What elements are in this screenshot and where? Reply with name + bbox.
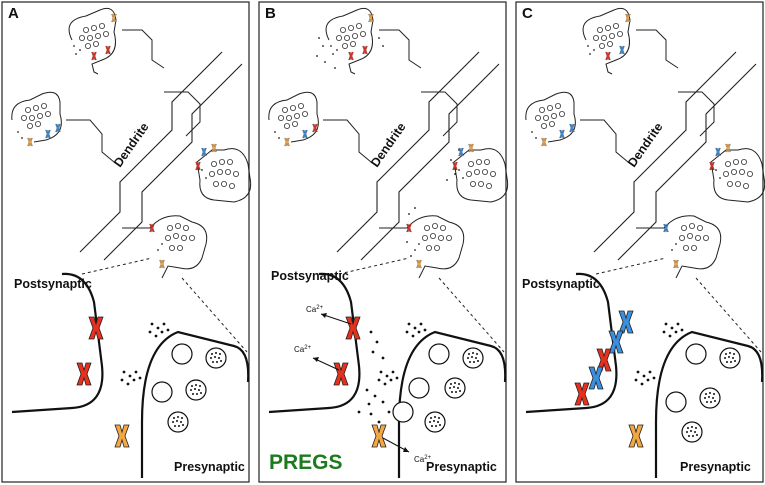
- panel-c-frame: [515, 1, 764, 483]
- panel-b: [267, 7, 509, 480]
- panel-b-ca-label-3: Ca2+: [414, 455, 432, 464]
- panel-c: [524, 7, 765, 480]
- panel-a: [10, 7, 252, 480]
- panel-a-postsynaptic-label: Postsynaptic: [14, 277, 92, 291]
- panel-b-ca-label-1: Ca2+: [306, 305, 324, 314]
- panel-b-postsynaptic-label: Postsynaptic: [271, 269, 349, 283]
- panel-c-postsynaptic-label: Postsynaptic: [522, 277, 600, 291]
- panel-a-dendrite-label: Dendrite: [111, 120, 152, 170]
- panel-b-ca-label-2: Ca2+: [294, 345, 312, 354]
- panel-a-letter: A: [8, 5, 19, 22]
- panel-b-presynaptic-label: Presynaptic: [426, 460, 497, 474]
- panel-c-letter: C: [522, 5, 533, 22]
- panel-c-dendrite-label: Dendrite: [625, 120, 666, 170]
- panel-a-presynaptic-label: Presynaptic: [174, 460, 245, 474]
- panel-a-frame: [1, 1, 250, 483]
- panel-b-frame: [258, 1, 507, 483]
- panel-c-presynaptic-label: Presynaptic: [680, 460, 751, 474]
- panel-b-letter: B: [265, 5, 276, 22]
- panel-b-drug-label: PREGS: [269, 451, 343, 474]
- panel-b-dendrite-label: Dendrite: [368, 120, 409, 170]
